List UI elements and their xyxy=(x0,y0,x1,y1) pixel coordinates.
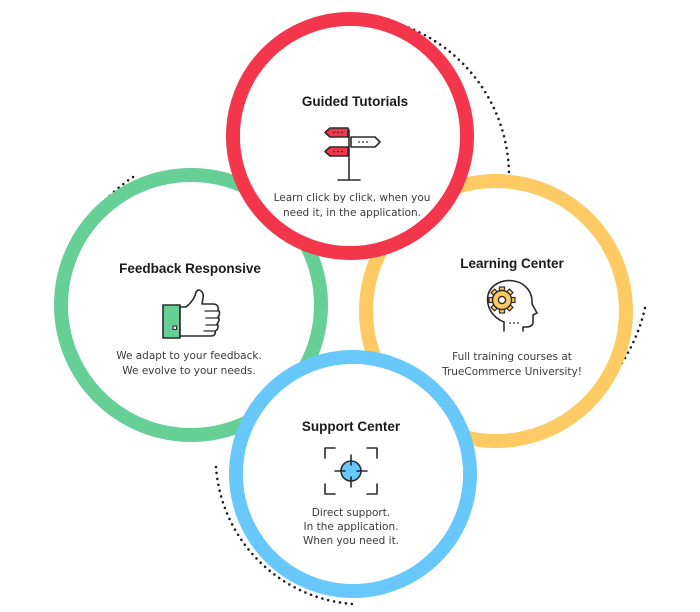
ring-support-center xyxy=(229,350,477,598)
learning-center-title: Learning Center xyxy=(460,256,564,271)
guided-tutorials-title: Guided Tutorials xyxy=(302,94,408,109)
learning-center-desc-2: TrueCommerce University! xyxy=(441,366,582,378)
guided-tutorials-desc-2: need it, in the application. xyxy=(283,207,421,219)
feedback-responsive-desc-2: We evolve to your needs. xyxy=(122,365,255,377)
feedback-responsive-desc-1: We adapt to your feedback. xyxy=(116,350,262,362)
ring-feedback-responsive xyxy=(54,168,328,442)
ring-guided-tutorials xyxy=(226,12,474,260)
support-center-desc-1: Direct support. xyxy=(312,507,390,519)
node-learning-center: Learning Center xyxy=(441,256,582,378)
node-feedback-responsive: Feedback Responsive We adapt to your fee… xyxy=(116,261,262,377)
node-support-center: Support Center Direct support. In the ap… xyxy=(302,419,401,547)
thumbs-up-icon xyxy=(162,289,221,339)
feedback-responsive-title: Feedback Responsive xyxy=(119,261,261,276)
signpost-icon xyxy=(324,127,381,181)
learning-center-desc-1: Full training courses at xyxy=(452,351,572,363)
target-icon xyxy=(324,447,378,495)
ring-learning-center xyxy=(359,174,633,448)
support-center-desc-3: When you need it. xyxy=(303,535,399,547)
node-guided-tutorials: Guided Tutorials Learn click by click, w… xyxy=(274,94,431,219)
head-gear-icon xyxy=(486,279,538,332)
support-center-title: Support Center xyxy=(302,419,401,434)
guided-tutorials-desc-1: Learn click by click, when you xyxy=(274,192,431,204)
support-center-desc-2: In the application. xyxy=(304,521,399,533)
